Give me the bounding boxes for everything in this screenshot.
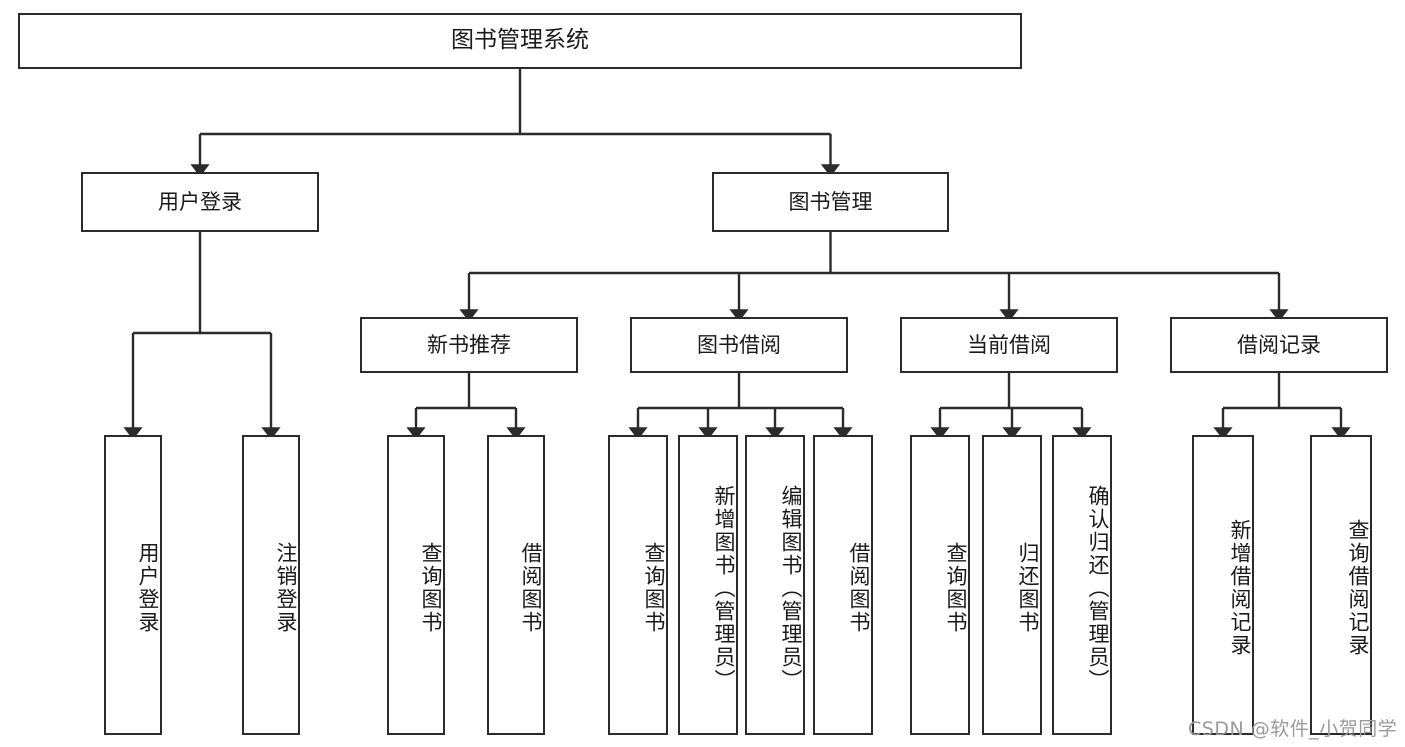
leaf-confirm-return[interactable]: 确认归还（管理员） [1052,435,1112,735]
leaf-user-login-label: 用户登录 [136,542,160,634]
leaf-edit-book[interactable]: 编辑图书（管理员） [745,435,805,735]
leaf-query-book-1-label: 查询图书 [419,542,443,634]
node-borrow-record-label: 借阅记录 [1237,332,1321,357]
leaf-edit-book-label: 编辑图书（管理员） [779,484,803,692]
csdn-watermark-text: CSDN @软件_小贺同学 [1188,718,1398,740]
leaf-return-book[interactable]: 归还图书 [982,435,1042,735]
leaf-query-book-3[interactable]: 查询图书 [910,435,970,735]
node-user-login-label: 用户登录 [158,189,242,214]
leaf-add-record-label: 新增借阅记录 [1228,519,1252,657]
node-borrow-record[interactable]: 借阅记录 [1170,317,1388,373]
node-book-manage-label: 图书管理 [788,189,873,214]
node-current-borrow-label: 当前借阅 [967,332,1051,357]
leaf-add-record[interactable]: 新增借阅记录 [1192,435,1254,735]
node-new-book-recommend[interactable]: 新书推荐 [360,317,578,373]
leaf-borrow-book-2-label: 借阅图书 [847,542,871,634]
leaf-borrow-book-1[interactable]: 借阅图书 [487,435,545,735]
leaf-user-logout[interactable]: 注销登录 [242,435,300,735]
node-current-borrow[interactable]: 当前借阅 [900,317,1118,373]
node-new-book-recommend-label: 新书推荐 [427,332,511,357]
node-root[interactable]: 图书管理系统 [18,13,1022,69]
leaf-user-login[interactable]: 用户登录 [104,435,162,735]
leaf-borrow-book-2[interactable]: 借阅图书 [813,435,873,735]
leaf-add-book-label: 新增图书（管理员） [712,484,736,692]
leaf-query-record-label: 查询借阅记录 [1346,519,1370,657]
leaf-add-book[interactable]: 新增图书（管理员） [678,435,738,735]
node-root-label: 图书管理系统 [451,27,589,54]
node-book-manage[interactable]: 图书管理 [712,172,949,232]
leaf-query-book-2-label: 查询图书 [642,542,666,634]
leaf-query-record[interactable]: 查询借阅记录 [1310,435,1372,735]
node-book-borrow[interactable]: 图书借阅 [630,317,848,373]
csdn-watermark: CSDN @软件_小贺同学 [1188,714,1397,741]
node-user-login[interactable]: 用户登录 [81,172,319,232]
leaf-confirm-return-label: 确认归还（管理员） [1086,484,1110,692]
leaf-query-book-3-label: 查询图书 [944,542,968,634]
node-book-borrow-label: 图书借阅 [697,332,781,357]
leaf-user-logout-label: 注销登录 [274,542,298,634]
leaf-query-book-2[interactable]: 查询图书 [608,435,668,735]
leaf-return-book-label: 归还图书 [1016,542,1040,634]
leaf-query-book-1[interactable]: 查询图书 [387,435,445,735]
leaf-borrow-book-1-label: 借阅图书 [519,542,543,634]
